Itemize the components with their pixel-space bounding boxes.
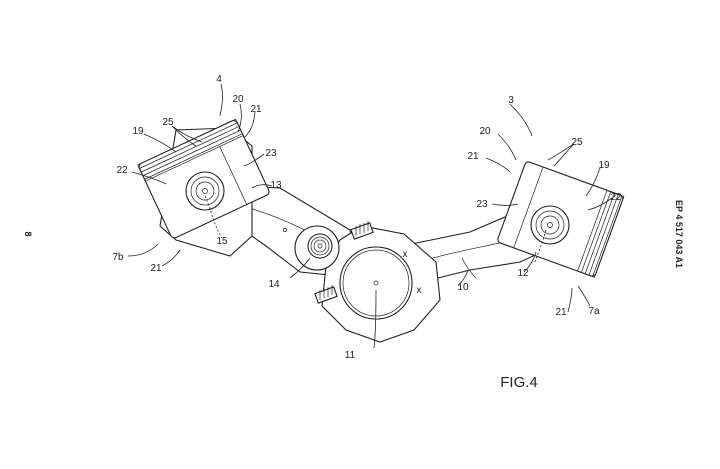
label-23-right: 23 bbox=[476, 199, 488, 210]
label-19-right: 19 bbox=[598, 160, 610, 171]
cross-mark-lower: x bbox=[417, 285, 422, 296]
label-25-right: 25 bbox=[571, 137, 583, 148]
label-19-left: 19 bbox=[132, 126, 144, 137]
label-20-left: 20 bbox=[232, 94, 244, 105]
label-13: 13 bbox=[270, 180, 282, 191]
label-10: 10 bbox=[457, 282, 469, 293]
label-21-right-bottom: 21 bbox=[555, 307, 567, 318]
label-21-left-top: 21 bbox=[250, 104, 262, 115]
label-21-right-top: 21 bbox=[467, 151, 479, 162]
label-22-right: 22 bbox=[610, 192, 622, 203]
piston-4 bbox=[138, 119, 271, 256]
label-12: 12 bbox=[517, 268, 529, 279]
label-20-right: 20 bbox=[479, 126, 491, 137]
label-7a: 7a bbox=[588, 306, 600, 317]
label-25-left: 25 bbox=[162, 117, 174, 128]
figure-label: FIG.4 bbox=[500, 374, 538, 391]
label-21-left-bottom: 21 bbox=[150, 263, 162, 274]
cross-mark-upper: x bbox=[403, 249, 408, 260]
pin-14 bbox=[295, 226, 339, 270]
page-number: 8 bbox=[23, 231, 33, 236]
label-15: 15 bbox=[216, 236, 228, 247]
publication-number: EP 4 517 043 A1 bbox=[674, 200, 684, 268]
label-14: 14 bbox=[268, 279, 280, 290]
label-23-left: 23 bbox=[265, 148, 277, 159]
label-7b: 7b bbox=[112, 252, 124, 263]
label-22-left: 22 bbox=[116, 165, 128, 176]
label-3: 3 bbox=[508, 95, 514, 106]
label-4: 4 bbox=[216, 74, 222, 85]
label-11: 11 bbox=[345, 350, 356, 361]
